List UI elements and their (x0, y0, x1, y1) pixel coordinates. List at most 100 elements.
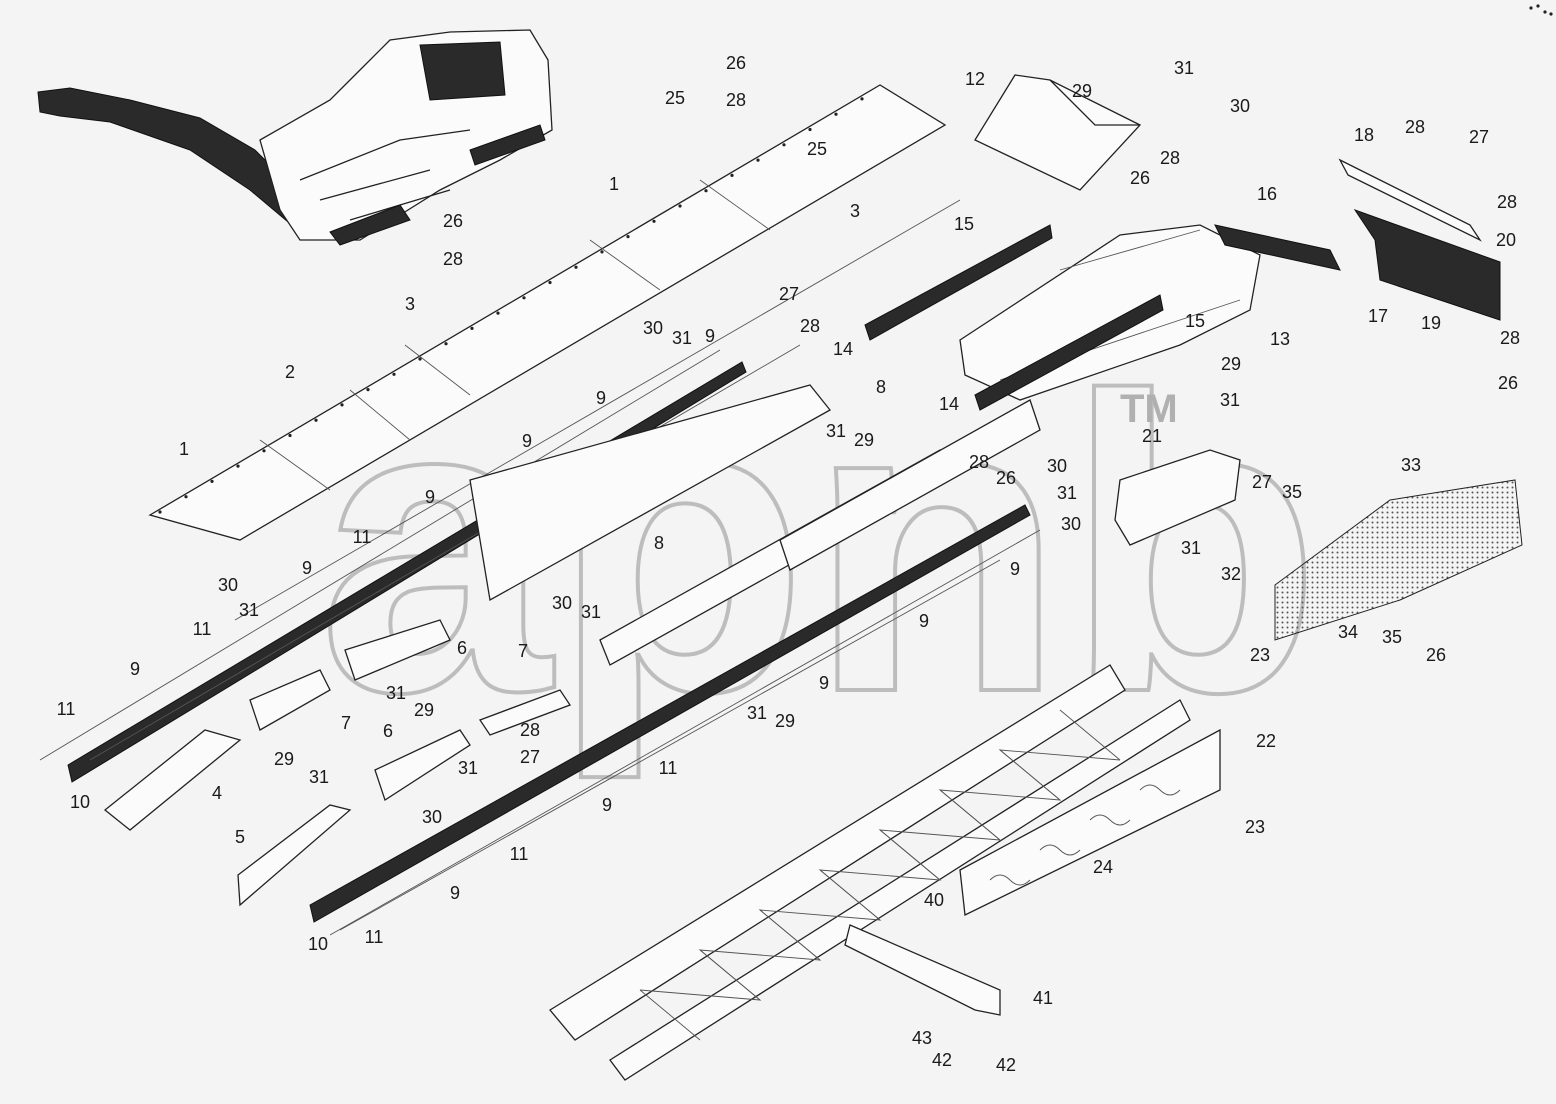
callout-23: 23 (1245, 817, 1265, 837)
callout-31: 31 (1057, 483, 1077, 503)
callout-21: 21 (1142, 426, 1162, 446)
side-panels (469, 384, 1041, 666)
callout-28: 28 (726, 90, 746, 110)
callout-2: 2 (285, 362, 295, 382)
belt-strips (864, 224, 1164, 411)
callout-18: 18 (1354, 125, 1374, 145)
callout-42: 42 (932, 1050, 952, 1070)
callout-9: 9 (705, 326, 715, 346)
callout-11: 11 (57, 699, 76, 719)
small-brackets (103, 619, 571, 907)
callout-27: 27 (1469, 127, 1489, 147)
callout-29: 29 (775, 711, 795, 731)
callout-19: 19 (1421, 313, 1441, 333)
callout-30: 30 (1047, 456, 1067, 476)
rear-guards (1214, 158, 1501, 321)
callout-27: 27 (520, 747, 540, 767)
callout-31: 31 (386, 683, 406, 703)
callout-12: 12 (965, 69, 985, 89)
callout-11: 11 (659, 758, 678, 778)
callout-5: 5 (235, 827, 245, 847)
callout-7: 7 (341, 713, 351, 733)
callout-29: 29 (414, 700, 434, 720)
callout-7: 7 (518, 641, 528, 661)
callout-31: 31 (309, 767, 329, 787)
callout-30: 30 (643, 318, 663, 338)
callout-31: 31 (672, 328, 692, 348)
callout-4: 4 (212, 783, 222, 803)
callout-35: 35 (1282, 482, 1302, 502)
callout-22: 22 (1256, 731, 1276, 751)
callout-9: 9 (450, 883, 460, 903)
callout-28: 28 (1497, 192, 1517, 212)
callout-29: 29 (1072, 81, 1092, 101)
callout-27: 27 (1252, 472, 1272, 492)
callout-30: 30 (552, 593, 572, 613)
callout-10: 10 (70, 792, 90, 812)
callout-9: 9 (425, 487, 435, 507)
callout-6: 6 (383, 721, 393, 741)
callout-9: 9 (1010, 559, 1020, 579)
callout-26: 26 (443, 211, 463, 231)
callout-23: 23 (1250, 645, 1270, 665)
callout-28: 28 (1160, 148, 1180, 168)
callout-40: 40 (924, 890, 944, 910)
hopper-cover (974, 74, 1142, 191)
callout-43: 43 (912, 1028, 932, 1048)
callout-9: 9 (130, 659, 140, 679)
callout-11: 11 (353, 527, 372, 547)
milling-machine-overview (37, 29, 553, 246)
callout-9: 9 (919, 611, 929, 631)
callout-29: 29 (1221, 354, 1241, 374)
skirt-panel (959, 728, 1221, 916)
callout-42: 42 (996, 1055, 1016, 1075)
callout-28: 28 (800, 316, 820, 336)
callout-29: 29 (854, 430, 874, 450)
callout-35: 35 (1382, 627, 1402, 647)
lattice-frame (549, 664, 1191, 1081)
callout-31: 31 (458, 758, 478, 778)
callout-16: 16 (1257, 184, 1277, 204)
callout-28: 28 (443, 249, 463, 269)
callout-15: 15 (954, 214, 974, 234)
callout-14: 14 (939, 394, 959, 414)
callout-10: 10 (308, 934, 328, 954)
conveyor-covers (148, 84, 947, 541)
callout-9: 9 (302, 558, 312, 578)
callout-8: 8 (876, 377, 886, 397)
callout-34: 34 (1338, 622, 1358, 642)
callout-layer: 1123345667788999999999991010111111111111… (57, 53, 1520, 1075)
callout-31: 31 (581, 602, 601, 622)
callout-25: 25 (665, 88, 685, 108)
callout-28: 28 (969, 452, 989, 472)
callout-31: 31 (239, 600, 259, 620)
callout-30: 30 (218, 575, 238, 595)
callout-31: 31 (1181, 538, 1201, 558)
callout-32: 32 (1221, 564, 1241, 584)
callout-26: 26 (726, 53, 746, 73)
callout-26: 26 (1426, 645, 1446, 665)
callout-26: 26 (996, 468, 1016, 488)
mount-bar (844, 924, 1001, 1016)
callout-30: 30 (422, 807, 442, 827)
callout-24: 24 (1093, 857, 1113, 877)
callout-41: 41 (1033, 988, 1053, 1008)
callout-31: 31 (1174, 58, 1194, 78)
callout-3: 3 (850, 201, 860, 221)
callout-17: 17 (1368, 306, 1388, 326)
callout-33: 33 (1401, 455, 1421, 475)
callout-9: 9 (522, 431, 532, 451)
callout-8: 8 (654, 533, 664, 553)
callout-14: 14 (833, 339, 853, 359)
watermark-trademark: TM (1120, 387, 1178, 431)
side-bracket (1114, 449, 1241, 546)
callout-3: 3 (405, 294, 415, 314)
callout-11: 11 (510, 844, 529, 864)
callout-31: 31 (826, 421, 846, 441)
callout-28: 28 (1405, 117, 1425, 137)
callout-9: 9 (602, 795, 612, 815)
callout-26: 26 (1498, 373, 1518, 393)
callout-6: 6 (457, 638, 467, 658)
